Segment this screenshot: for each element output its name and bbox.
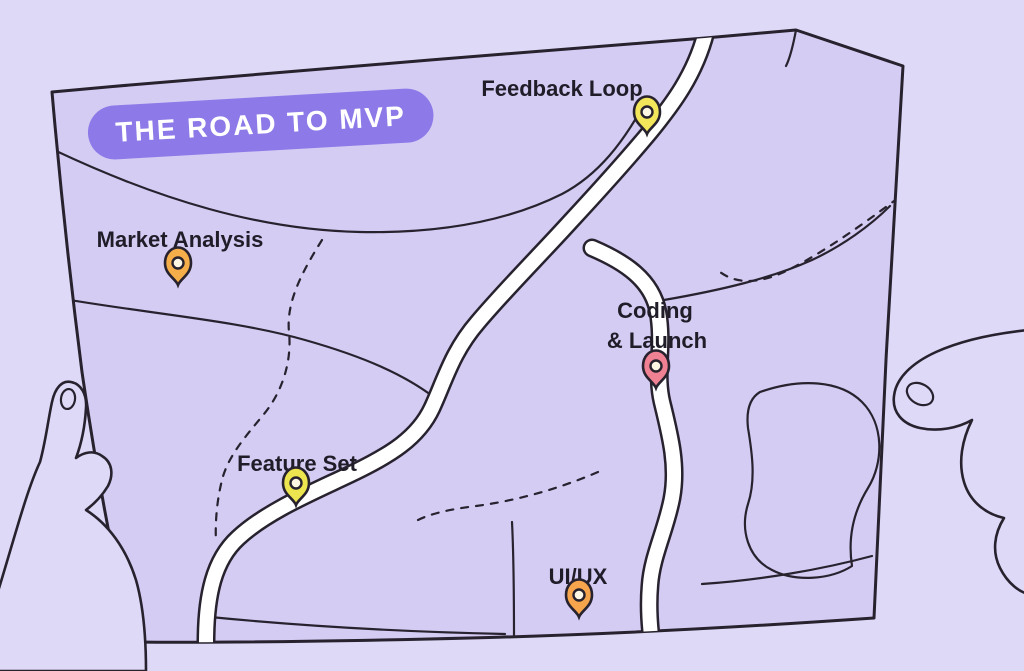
pin-marker-center: [649, 359, 663, 373]
lake-outline: [744, 382, 881, 579]
pin-marker-ui-ux: [564, 578, 594, 621]
fold-line-bottom: [198, 614, 507, 636]
pin-market-analysis: Market Analysis: [97, 227, 263, 289]
left-hand-shape: [0, 380, 148, 671]
pin-marker-feedback-loop: [632, 95, 662, 138]
pin-marker-feature-set: [281, 466, 311, 509]
pin-marker-market-analysis: [163, 246, 193, 289]
pin-marker-center: [289, 476, 303, 490]
left-hand: [0, 380, 148, 671]
region-line-bottom-center: [510, 520, 516, 642]
pin-label-coding: Coding: [617, 298, 693, 323]
pin-label-feedback-loop: Feedback Loop: [481, 76, 642, 101]
road-main: [199, 30, 713, 643]
pin-marker-center: [572, 588, 586, 602]
region-line-bottom-right: [700, 554, 874, 586]
title-badge-background: [87, 88, 434, 160]
pin-marker-coding-launch: [641, 349, 671, 392]
pin-ui-ux: UI/UX: [549, 564, 608, 621]
pin-marker-center: [640, 105, 654, 119]
left-thumbnail: [59, 387, 77, 411]
region-line-left: [56, 296, 437, 400]
pin-label-launch: & Launch: [607, 328, 707, 353]
region-line-top: [52, 106, 644, 234]
pin-coding-launch: Coding & Launch: [607, 298, 707, 392]
title-badge: THE ROAD TO MVP: [87, 88, 434, 160]
pin-feedback-loop: Feedback Loop: [481, 76, 662, 138]
dashed-trail-bottom: [416, 470, 600, 522]
region-line-right: [662, 204, 892, 302]
right-hand-shape: [892, 329, 1024, 595]
pin-marker-center: [171, 256, 185, 270]
map-detail: [52, 30, 900, 643]
corner-fold-line: [784, 30, 798, 68]
dashed-trail-top-right: [718, 196, 900, 282]
road-branch: [585, 241, 682, 643]
right-hand: [892, 329, 1024, 595]
pin-feature-set: Feature Set: [237, 451, 358, 509]
right-thumbnail: [905, 381, 935, 407]
dashed-trail-left: [214, 238, 324, 544]
